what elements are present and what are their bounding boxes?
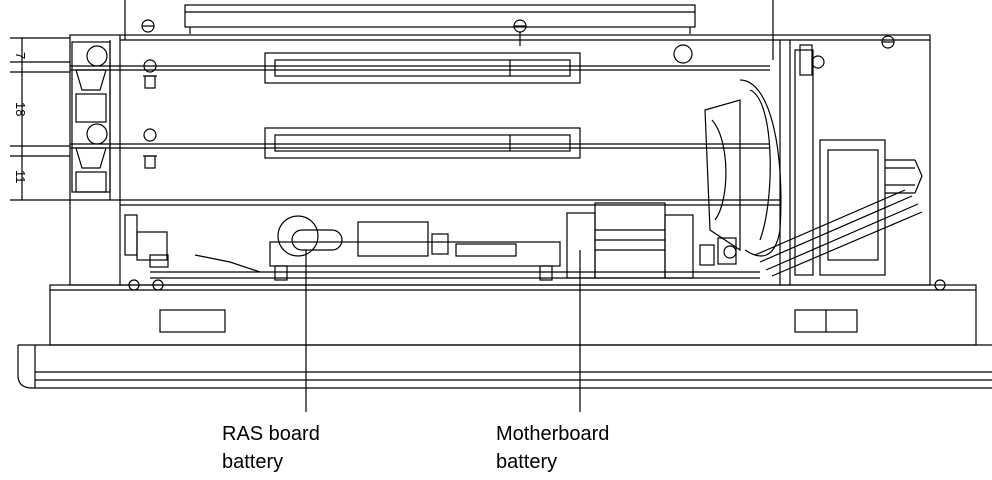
chassis-frame — [69, 34, 931, 286]
cooling-fan — [704, 44, 825, 276]
ras-label-line1: RAS board — [222, 423, 320, 445]
dim-label-7: 7 — [13, 52, 28, 59]
ras-board-battery-label: RAS board battery — [222, 420, 320, 476]
motherboard-battery-part — [566, 202, 694, 279]
front-bezel — [49, 284, 977, 346]
mb-label-line2: battery — [496, 451, 558, 473]
transformer-block — [819, 139, 923, 276]
ras-board-battery-part — [277, 215, 343, 257]
dim-label-18: 18 — [13, 102, 28, 116]
ras-board — [269, 241, 561, 281]
small-components — [699, 237, 737, 266]
top-handle — [184, 4, 696, 34]
left-card-guides — [71, 41, 111, 193]
dimension-bracket: 7 18 11 — [10, 37, 70, 201]
expansion-card-lower — [70, 127, 770, 169]
front-bezel-lip — [17, 344, 992, 389]
mb-label-line1: Motherboard — [496, 423, 610, 445]
top-screws — [141, 19, 895, 49]
ribbon-cable — [754, 189, 923, 277]
expansion-card-upper — [70, 44, 770, 89]
motherboard-battery-label: Motherboard battery — [496, 420, 609, 476]
dim-label-11: 11 — [13, 170, 28, 184]
ras-label-line2: battery — [222, 451, 284, 473]
ras-board-connector — [357, 221, 517, 257]
